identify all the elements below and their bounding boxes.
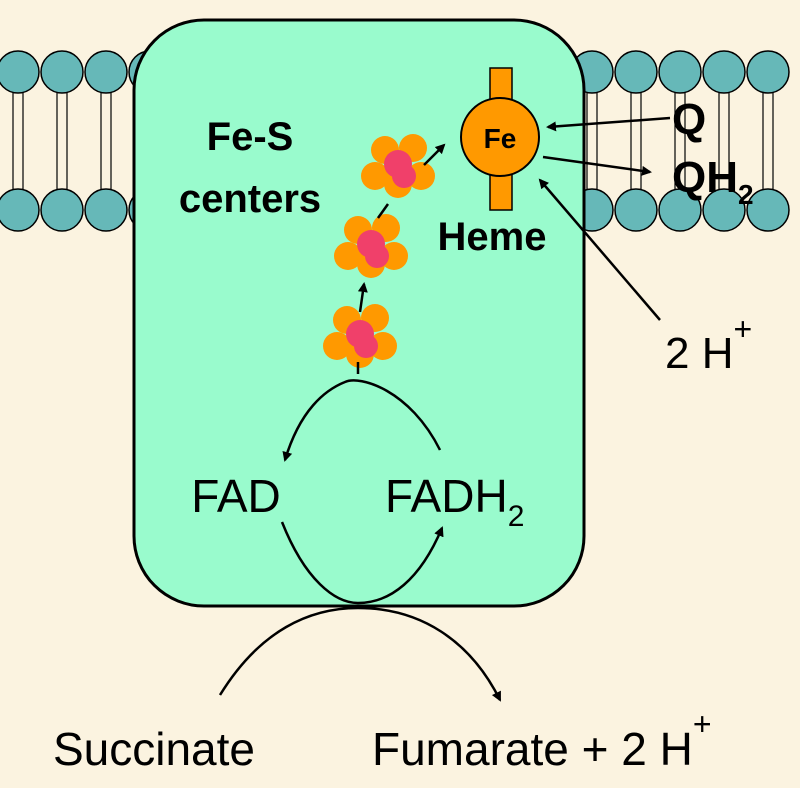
lipid-head: [84, 188, 128, 232]
lipid-head: [40, 50, 84, 94]
fe-label: Fe: [484, 123, 517, 154]
arrow-cluster3-to-heme: [423, 143, 446, 166]
heme-label: Heme: [438, 215, 547, 259]
fadh2-subscript: 2: [508, 500, 525, 533]
lipid-head: [746, 50, 790, 94]
arrow-cluster1-to-cluster2: [357, 282, 368, 313]
lipid-head: [702, 188, 746, 232]
lipid-head: [614, 188, 658, 232]
qh2-label: QH2: [672, 153, 754, 210]
heme-group: Fe: [460, 67, 540, 211]
succinate-label: Succinate: [53, 723, 255, 775]
lipid-bilayer-membrane: [0, 50, 790, 232]
fumarate-label: Fumarate + 2 H+: [372, 706, 712, 775]
lipid-head: [40, 188, 84, 232]
arrow-protons-to-heme: [538, 178, 661, 321]
protons-label-right: 2 H+: [665, 311, 752, 378]
fe-atom: [460, 97, 540, 177]
lipid-head: [0, 50, 40, 94]
qh2-subscript: 2: [738, 179, 754, 210]
lipid-head: [746, 188, 790, 232]
arrow-q-to-heme: [546, 116, 671, 132]
fes-centers-label-line2: centers: [179, 177, 321, 221]
fes-cluster-2: [334, 214, 408, 278]
fad-label: FAD: [191, 470, 280, 522]
arrow-fad-to-fadh2: [280, 521, 444, 605]
lipid-head: [0, 188, 40, 232]
lipid-head: [614, 50, 658, 94]
protons-right-superscript: +: [733, 311, 752, 347]
fadh2-label: FADH2: [385, 470, 524, 533]
arrow-succinate-to-fumarate: [218, 606, 502, 702]
lipid-head: [84, 50, 128, 94]
fumarate-superscript: +: [693, 706, 712, 742]
lipid-head: [702, 50, 746, 94]
fes-cluster-1: [323, 304, 397, 368]
fes-cluster-3: [361, 134, 435, 198]
arrow-cluster2-to-cluster3: [376, 203, 390, 219]
lipid-head: [658, 50, 702, 94]
arrow-heme-to-qh2: [542, 155, 652, 176]
arrow-fadh2-to-fad: [282, 379, 442, 462]
q-label: Q: [672, 95, 706, 144]
lipid-head: [658, 188, 702, 232]
fes-centers-label-line1: Fe-S: [207, 115, 294, 159]
